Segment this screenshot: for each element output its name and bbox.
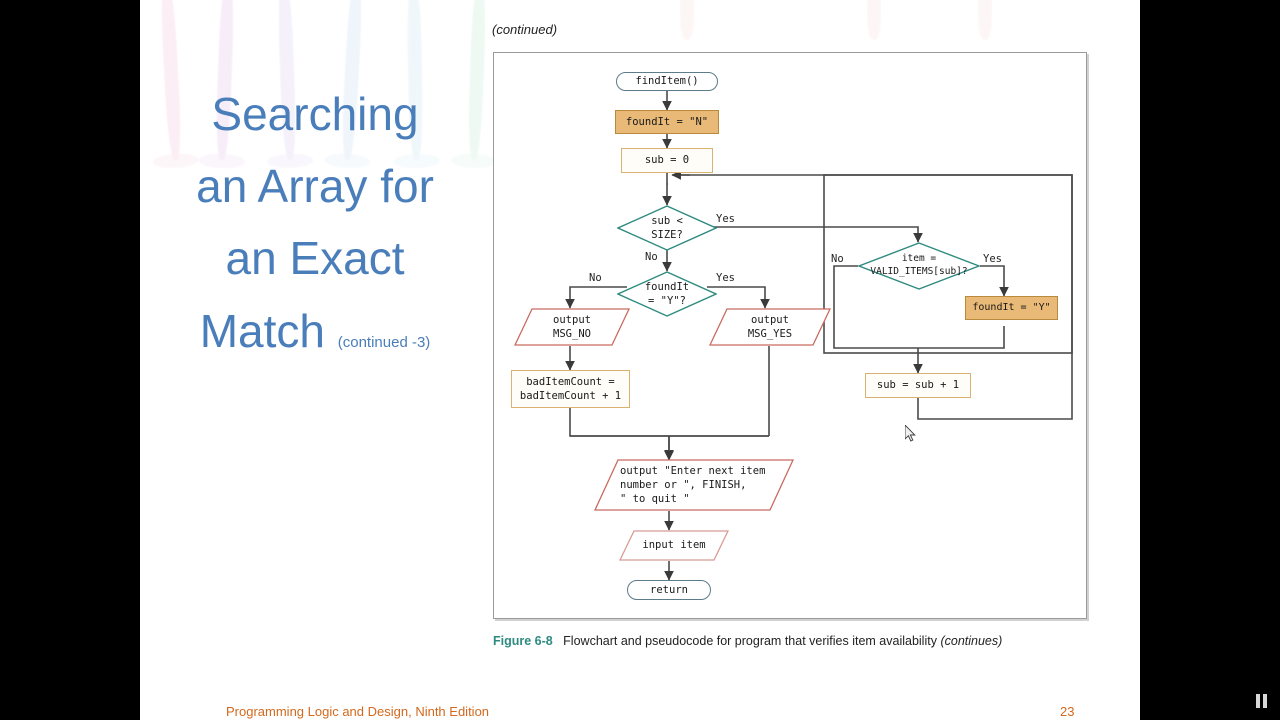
pause-bar-left — [1255, 694, 1260, 708]
io-output-prompt: output "Enter next item number or ", FIN… — [594, 459, 794, 511]
io-output-msg-no-label: output MSG_NO — [553, 313, 591, 340]
decision-sub-lt-size-label: sub < SIZE? — [651, 214, 683, 241]
io-output-msg-yes-label: output MSG_YES — [747, 313, 793, 340]
node-foundit-n: foundIt = "N" — [615, 110, 719, 134]
continued-label: (continued) — [492, 22, 558, 37]
node-bad-item-count: badItemCount = badItemCount + 1 — [511, 370, 630, 408]
footer-page-number: 23 — [1060, 704, 1075, 719]
flowchart-connectors — [565, 90, 1073, 581]
io-input-item: input item — [619, 530, 729, 561]
branch-label-valid-yes: Yes — [983, 253, 1002, 265]
branch-label-found-yes: Yes — [716, 272, 735, 284]
title-line-2: an Array for — [196, 160, 434, 213]
slide-canvas: Searching an Array for an Exact Match (c… — [140, 0, 1140, 720]
branch-label-size-yes: Yes — [716, 213, 735, 225]
mouse-cursor — [905, 425, 916, 442]
flowchart: findItem() foundIt = "N" sub = 0 sub < S… — [494, 53, 1086, 618]
decision-foundit-y: foundIt = "Y"? — [617, 271, 717, 317]
io-input-item-label: input item — [642, 539, 706, 552]
decision-item-valid: item = VALID_ITEMS[sub]? — [858, 242, 980, 290]
figure-caption-text: Flowchart and pseudocode for program tha… — [563, 634, 937, 648]
pause-bar-right — [1262, 694, 1267, 708]
io-output-msg-yes: output MSG_YES — [709, 308, 831, 346]
decision-sub-lt-size: sub < SIZE? — [617, 205, 717, 251]
branch-label-found-no: No — [589, 272, 602, 284]
figure-caption-suffix: (continues) — [940, 634, 1003, 648]
decorative-stroke — [978, 0, 992, 40]
pause-button[interactable] — [1250, 690, 1272, 712]
branch-label-size-no: No — [645, 251, 658, 263]
io-output-prompt-label: output "Enter next item number or ", FIN… — [620, 464, 766, 506]
io-output-msg-no: output MSG_NO — [514, 308, 630, 346]
node-end: return — [627, 580, 711, 600]
node-start: findItem() — [616, 72, 718, 91]
node-sub-zero: sub = 0 — [621, 148, 713, 173]
decision-item-valid-label: item = VALID_ITEMS[sub]? — [870, 253, 968, 277]
title-line-3: an Exact — [225, 232, 405, 285]
branch-label-valid-no: No — [831, 253, 844, 265]
figure-caption-label: Figure 6-8 — [493, 634, 553, 648]
decorative-stroke — [867, 0, 881, 40]
node-foundit-y: foundIt = "Y" — [965, 296, 1058, 320]
figure-frame: findItem() foundIt = "N" sub = 0 sub < S… — [493, 52, 1087, 619]
node-sub-increment: sub = sub + 1 — [865, 373, 971, 398]
title-line-4: Match (continued -3) — [199, 304, 431, 357]
decision-foundit-y-label: foundIt = "Y"? — [644, 280, 690, 307]
footer-book-title: Programming Logic and Design, Ninth Edit… — [226, 704, 490, 719]
figure-caption: Figure 6-8 Flowchart and pseudocode for … — [493, 634, 1002, 648]
decorative-stroke — [680, 0, 694, 40]
slide-title: Searching an Array for an Exact Match (c… — [150, 78, 480, 367]
title-line-1: Searching — [211, 88, 419, 140]
title-continued-note: (continued -3) — [337, 333, 431, 351]
